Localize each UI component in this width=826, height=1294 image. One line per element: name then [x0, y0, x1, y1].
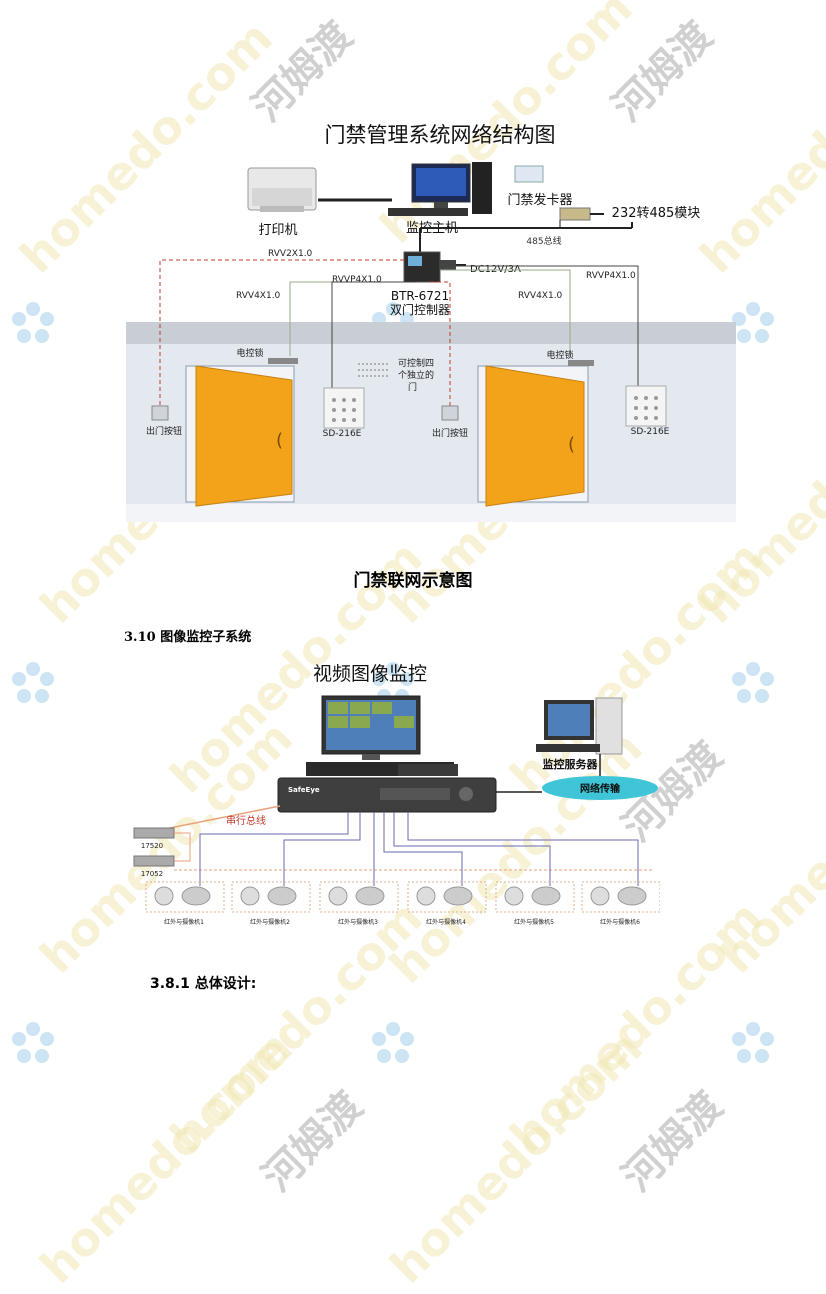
printer-label: 打印机 [258, 223, 297, 238]
flower-watermark-icon [732, 1022, 774, 1063]
watermark-brand: 河姆渡 [254, 1083, 372, 1201]
flower-watermark-icon [12, 1022, 54, 1063]
keyboard-controller-icon [133, 855, 175, 867]
svg-text:(: ( [568, 434, 575, 455]
flower-watermark-icon [372, 1022, 414, 1063]
right-card-reader-icon [625, 385, 667, 427]
note-legend-icon [358, 363, 390, 377]
left-lock-icon [268, 358, 298, 364]
right-lock-icon [568, 360, 594, 366]
diagram2-title: 视频图像监控 [313, 663, 427, 685]
bus-label: 485总线 [526, 235, 561, 247]
watermark-site: homedo.com [29, 1020, 303, 1294]
server-icon [536, 697, 623, 755]
serial-bus-label: 串行总线 [226, 814, 266, 827]
camera-group-5 [495, 881, 575, 913]
note-line2: 个独立的 [398, 369, 434, 381]
access-control-network-diagram: 门禁管理系统网络结构图 打印机 监控主机 门禁发卡器 232转485模块 485… [126, 123, 736, 522]
left-exit-button-label: 出门按钮 [146, 425, 182, 437]
cable-rvv4x1-left-label: RVV4X1.0 [236, 291, 281, 301]
converter-label: 232转485模块 [612, 206, 701, 221]
keyboard-icon [398, 764, 458, 776]
subsection-heading: 3.8.1 总体设计: [150, 976, 257, 992]
note-line1: 可控制四 [398, 357, 434, 369]
flower-watermark-icon [12, 302, 54, 343]
camera-group-2 [231, 881, 311, 913]
network-ellipse [542, 776, 658, 800]
section-heading: 3.10 图像监控子系统 [124, 630, 252, 645]
controller-label: 双门控制器 [390, 302, 450, 317]
camera-group-3 [319, 881, 399, 913]
card-issuer-label: 门禁发卡器 [507, 192, 572, 208]
watermark-site: homedo.com [709, 710, 826, 984]
right-exit-button-icon [441, 405, 459, 421]
watermark-site: homedo.com [379, 1020, 653, 1294]
cable-rvv2x1-label: RVV2X1.0 [268, 249, 313, 259]
left-lock-label: 电控锁 [236, 347, 263, 359]
camera-group-1 [145, 881, 225, 913]
cable-rvvp4x1-left-label: RVVP4X1.0 [332, 275, 382, 285]
camera-group-6 [581, 881, 660, 913]
floor [126, 504, 736, 522]
controller-model: BTR-6721 [391, 289, 449, 303]
monitoring-host-icon [388, 162, 492, 216]
dvr-brand: SafeEye [288, 786, 320, 794]
note-line3: 门 [408, 381, 417, 393]
left-card-reader-icon [323, 387, 365, 429]
caption-access-network: 门禁联网示意图 [353, 571, 473, 591]
left-reader-label: SD-216E [323, 429, 362, 439]
right-exit-button-label: 出门按钮 [432, 427, 468, 439]
door-controller-icon [403, 251, 456, 283]
right-lock-label: 电控锁 [546, 349, 573, 361]
cable-rvv4x1-right-label: RVV4X1.0 [518, 291, 563, 301]
keyboard2-label: 17052 [141, 870, 163, 878]
left-door: ( [185, 365, 295, 507]
right-door: ( [477, 365, 589, 507]
camera-label-3: 红外与摄像机3 [338, 918, 378, 926]
camera-label-5: 红外与摄像机5 [514, 918, 554, 926]
camera-label-6: 红外与摄像机6 [600, 918, 640, 926]
right-reader-label: SD-216E [631, 427, 670, 437]
video-surveillance-diagram: 视频图像监控 SafeEye 监控服务器 网络传输 串行总线 17520 170… [133, 663, 660, 926]
printer-icon [247, 167, 317, 212]
watermark-brand: 河姆渡 [614, 1083, 732, 1201]
dvr-icon [277, 777, 497, 813]
keyboard-controller-icon [133, 827, 175, 839]
camera-label-4: 红外与摄像机4 [426, 918, 466, 926]
camera-label-1: 红外与摄像机1 [164, 918, 204, 926]
monitor-wall-icon [321, 695, 421, 760]
converter-icon [559, 207, 604, 221]
diagram1-title: 门禁管理系统网络结构图 [325, 123, 556, 147]
flower-watermark-icon [12, 662, 54, 703]
left-exit-button-icon [151, 405, 169, 421]
svg-text:(: ( [276, 430, 283, 451]
flower-watermark-icon [732, 662, 774, 703]
cable-rvvp4x1-right-label: RVVP4X1.0 [586, 271, 636, 281]
camera-group-4 [407, 881, 487, 913]
card-issuer-icon [514, 165, 544, 183]
keyboard1-label: 17520 [141, 842, 163, 850]
wall-top [126, 322, 736, 344]
network-label: 网络传输 [580, 782, 621, 795]
camera-label-2: 红外与摄像机2 [250, 918, 290, 926]
server-label: 监控服务器 [543, 757, 599, 771]
